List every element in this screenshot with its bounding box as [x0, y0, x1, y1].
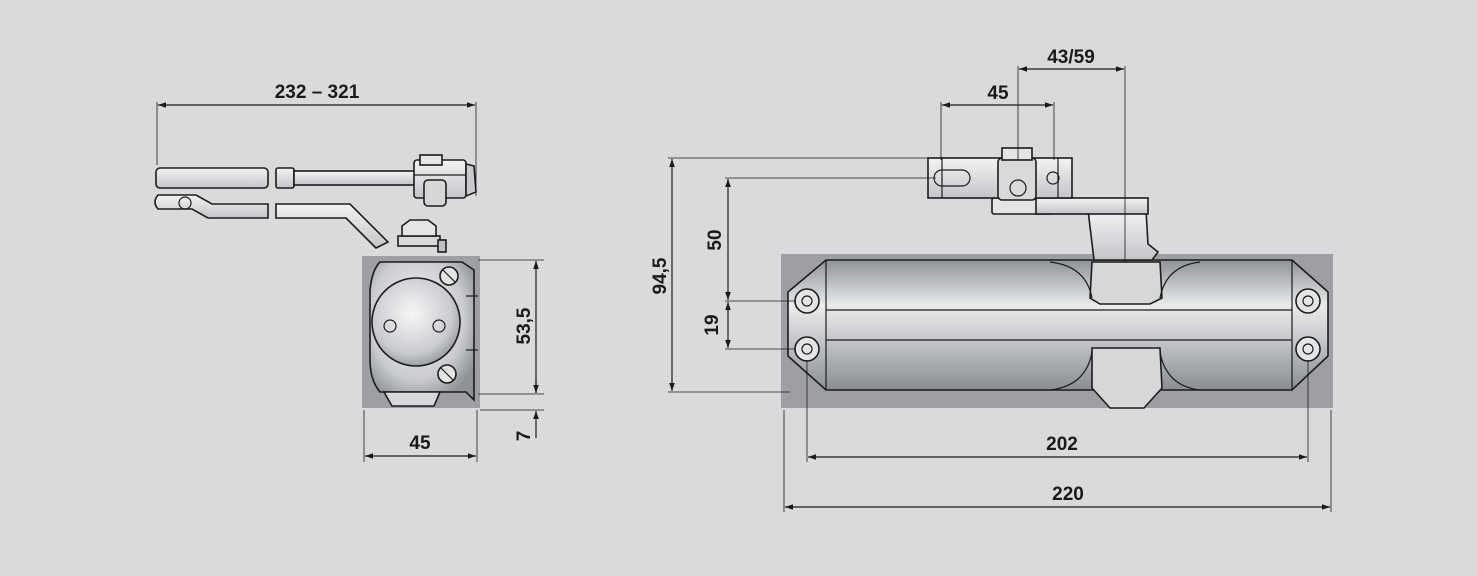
dim-bottom-offset-label: 7 [514, 431, 535, 442]
dim-arm-offset-label: 43/59 [1047, 47, 1095, 68]
mounting-holes [794, 288, 1321, 362]
dim-total-height-label: 94,5 [650, 257, 671, 294]
dim-hole-spacing-horizontal-label: 202 [1046, 434, 1078, 455]
dim-overall-length-label: 220 [1052, 484, 1084, 505]
dim-arm-height-label: 50 [705, 229, 726, 250]
front-body [787, 259, 1329, 391]
dim-height-label: 53,5 [514, 307, 535, 344]
dim-bracket-width-label: 45 [987, 83, 1009, 104]
dim-hole-spacing-vertical-label: 19 [702, 314, 723, 335]
front-view: 43/59 45 94,5 50 19 202 220 [650, 47, 1333, 512]
side-arm [154, 154, 477, 249]
pinion-nut [397, 219, 447, 253]
dim-width-label: 45 [409, 433, 431, 454]
side-view: 232 – 321 53,5 7 45 [154, 82, 544, 462]
front-arm [927, 147, 1160, 261]
dim-arm-length-label: 232 – 321 [275, 82, 360, 103]
